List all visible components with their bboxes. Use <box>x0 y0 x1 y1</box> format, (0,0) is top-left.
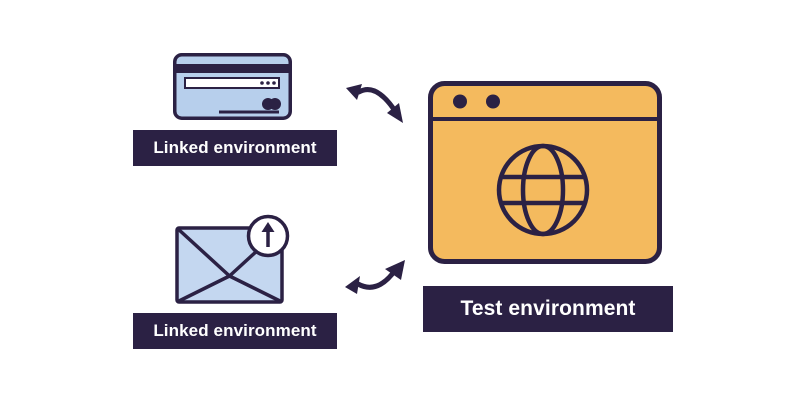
linked-environment-label-card-text: Linked environment <box>153 138 317 157</box>
sync-arrow-top-curve <box>356 87 396 111</box>
envelope-fold-right <box>228 274 283 304</box>
envelope-fold-left <box>176 274 231 304</box>
sync-arrow-bottom-icon <box>345 260 405 294</box>
linked-environment-label-email-text: Linked environment <box>153 321 317 340</box>
globe-icon <box>496 143 590 237</box>
test-environment-label-text: Test environment <box>460 297 636 320</box>
test-environment-label: Test environment <box>423 286 673 332</box>
email-upload-icon <box>175 214 290 304</box>
browser-frame <box>428 81 662 264</box>
browser-window-icon <box>428 81 662 264</box>
linked-environment-label-email: Linked environment <box>133 313 337 349</box>
upload-badge-icon <box>246 214 290 258</box>
card-magnetic-stripe <box>176 64 289 73</box>
arrowhead-downleft-icon <box>345 276 360 294</box>
card-signature-strip <box>184 77 280 89</box>
credit-card-icon <box>173 53 292 120</box>
card-cvv-dots <box>260 81 276 85</box>
arrowhead-upright-icon <box>385 260 405 280</box>
card-logo-circles-icon <box>262 98 281 110</box>
arrowhead-upleft-icon <box>346 84 362 100</box>
linked-environment-label-card: Linked environment <box>133 130 337 166</box>
arrowhead-downright-icon <box>387 103 403 123</box>
browser-dot-2 <box>486 94 500 109</box>
browser-dot-1 <box>453 94 467 109</box>
sync-arrow-top-icon <box>346 84 403 123</box>
